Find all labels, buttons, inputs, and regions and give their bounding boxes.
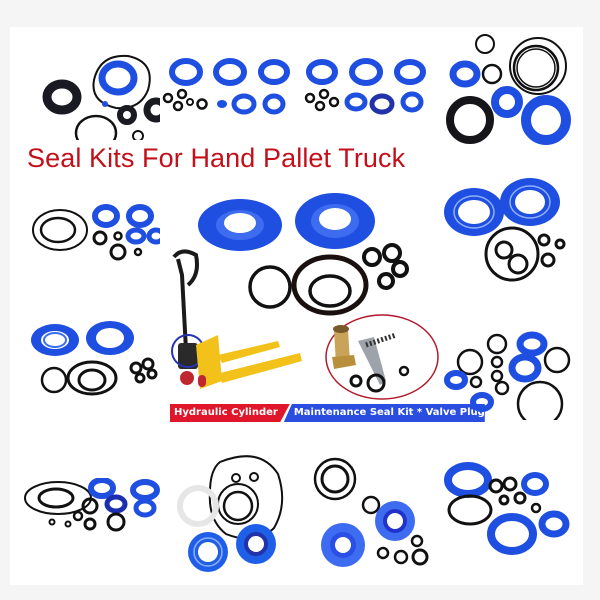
seal-kit-icon: [444, 462, 570, 555]
seal-kit-icon: [313, 457, 429, 567]
banner-right-label: Maintenance Seal Kit * Valve Plug: [283, 404, 485, 422]
seal-kit-panel-7: [20, 318, 160, 398]
seal-kit-panel-9: [20, 478, 160, 538]
seal-kit-panel-11: [305, 445, 440, 580]
seal-kit-icon: [446, 34, 571, 145]
seal-kit-icon: [304, 58, 426, 115]
pallet-truck-seal-kit-illustration: [171, 193, 439, 400]
featured-kit-panel: [160, 185, 440, 400]
seal-kit-panel-12: [440, 460, 585, 555]
seal-kit-panel-8: [440, 330, 585, 420]
seal-kit-icon: [444, 331, 571, 420]
seal-kit-panel-5: [20, 200, 160, 270]
seal-kit-icon: [444, 178, 566, 282]
seal-kit-icon: [162, 58, 290, 115]
seal-kit-panel-10: [170, 444, 300, 579]
seal-kit-panel-6: [440, 172, 585, 292]
seal-kit-icon: [32, 204, 160, 261]
seal-kit-panel-1: [20, 40, 160, 140]
seal-kit-panel-4: [440, 30, 585, 155]
seal-kit-icon: [24, 478, 160, 532]
seal-kit-panel-3: [300, 52, 440, 122]
seal-kit-icon: [42, 54, 160, 140]
page-title: Seal Kits For Hand Pallet Truck: [27, 143, 406, 173]
seal-kit-icon: [177, 455, 284, 572]
seal-kit-icon: [31, 321, 158, 396]
seal-kit-panel-2: [160, 52, 300, 122]
featured-banner: Hydraulic Cylinder Maintenance Seal Kit …: [170, 404, 485, 422]
banner-left-label: Hydraulic Cylinder: [170, 404, 290, 422]
